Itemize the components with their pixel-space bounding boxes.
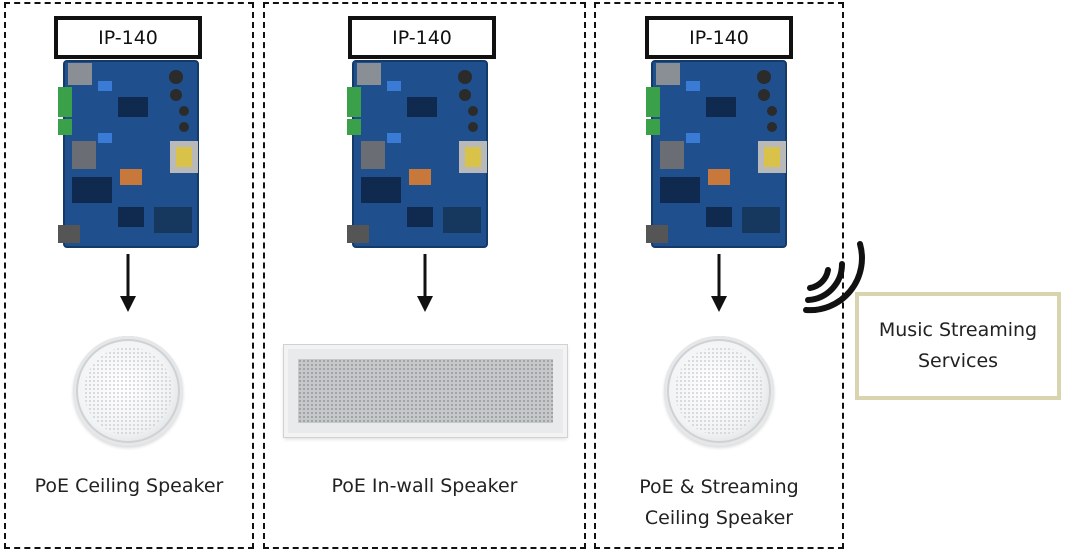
inwall-speaker-image — [284, 345, 567, 437]
arrow-down-icon — [417, 254, 433, 312]
panel-inwall-speaker — [263, 2, 586, 549]
arrow-down-icon — [120, 254, 136, 312]
caption-inwall-speaker: PoE In-wall Speaker — [331, 475, 518, 497]
arrow-down-icon — [711, 254, 727, 312]
ip140-board-image-3 — [646, 60, 787, 248]
music-streaming-services-box: Music Streaming Services — [855, 292, 1061, 400]
ip140-board-image-1 — [58, 60, 199, 248]
wireless-signal-icon — [803, 241, 865, 314]
ceiling-speaker-image — [73, 336, 183, 446]
panel-ceiling-speaker — [4, 2, 254, 549]
module-label-1: IP-140 — [54, 16, 202, 59]
caption-streaming-speaker: PoE & Streaming Ceiling Speaker — [639, 476, 799, 529]
music-service-line: Services — [917, 350, 999, 372]
module-label-2: IP-140 — [348, 16, 496, 59]
music-service-line: Music Streaming — [878, 319, 1038, 341]
caption-ceiling-speaker: PoE Ceiling Speaker — [34, 475, 224, 497]
module-label-3: IP-140 — [645, 16, 793, 59]
ip140-board-image-2 — [347, 60, 488, 248]
ceiling-speaker-image — [664, 336, 774, 446]
